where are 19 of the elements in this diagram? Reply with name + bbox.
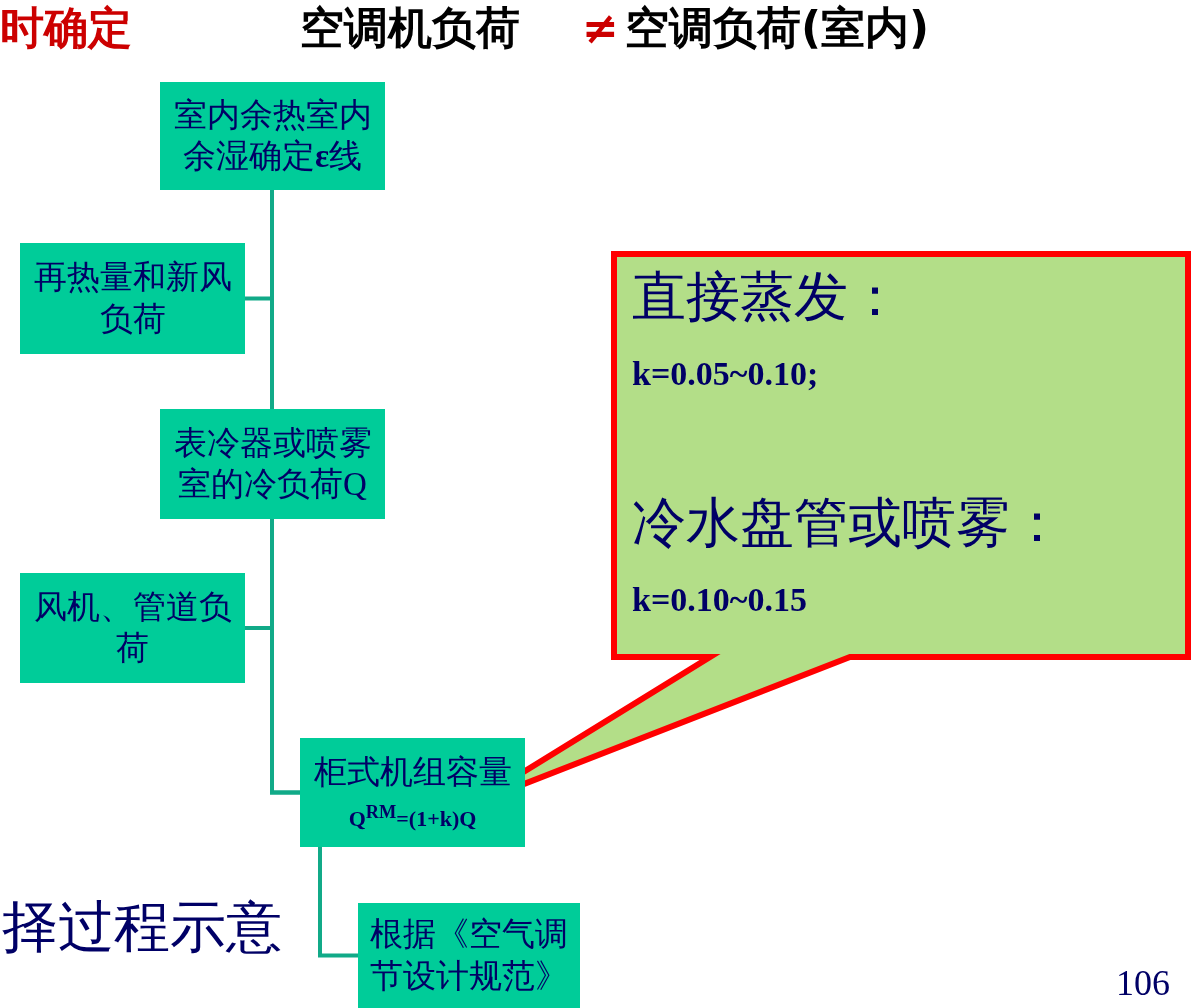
connector-line xyxy=(245,296,274,409)
title-text: 空调负荷(室内) xyxy=(625,1,930,55)
process-box: 柜式机组容量 Q$^{RM}$=(1+k)Q xyxy=(300,738,525,847)
title-text: 空调机负荷 xyxy=(300,1,520,55)
process-box: 再热量和新风负荷 xyxy=(20,243,245,354)
process-box: 室内余热室内余湿确定ε线 xyxy=(160,82,385,190)
callout-text: k=0.10~0.15 xyxy=(632,580,807,620)
callout-heading: 直接蒸发： xyxy=(632,266,902,329)
subtitle-text: 择过程示意 xyxy=(2,895,282,960)
process-box: 表冷器或喷雾室的冷负荷Q xyxy=(160,409,385,519)
connector-line xyxy=(318,847,358,958)
title-text: 时确定 xyxy=(0,1,132,55)
title-sign: ≠ xyxy=(582,1,619,55)
callout-heading: 冷水盘管或喷雾： xyxy=(632,492,1064,555)
connector-line xyxy=(245,626,300,795)
process-box: 风机、管道负荷 xyxy=(20,573,245,683)
page-number: 106 xyxy=(1116,962,1170,1004)
process-box: 根据《空气调节设计规范》 xyxy=(358,903,580,1008)
callout-text: k=0.05~0.10; xyxy=(632,354,819,394)
